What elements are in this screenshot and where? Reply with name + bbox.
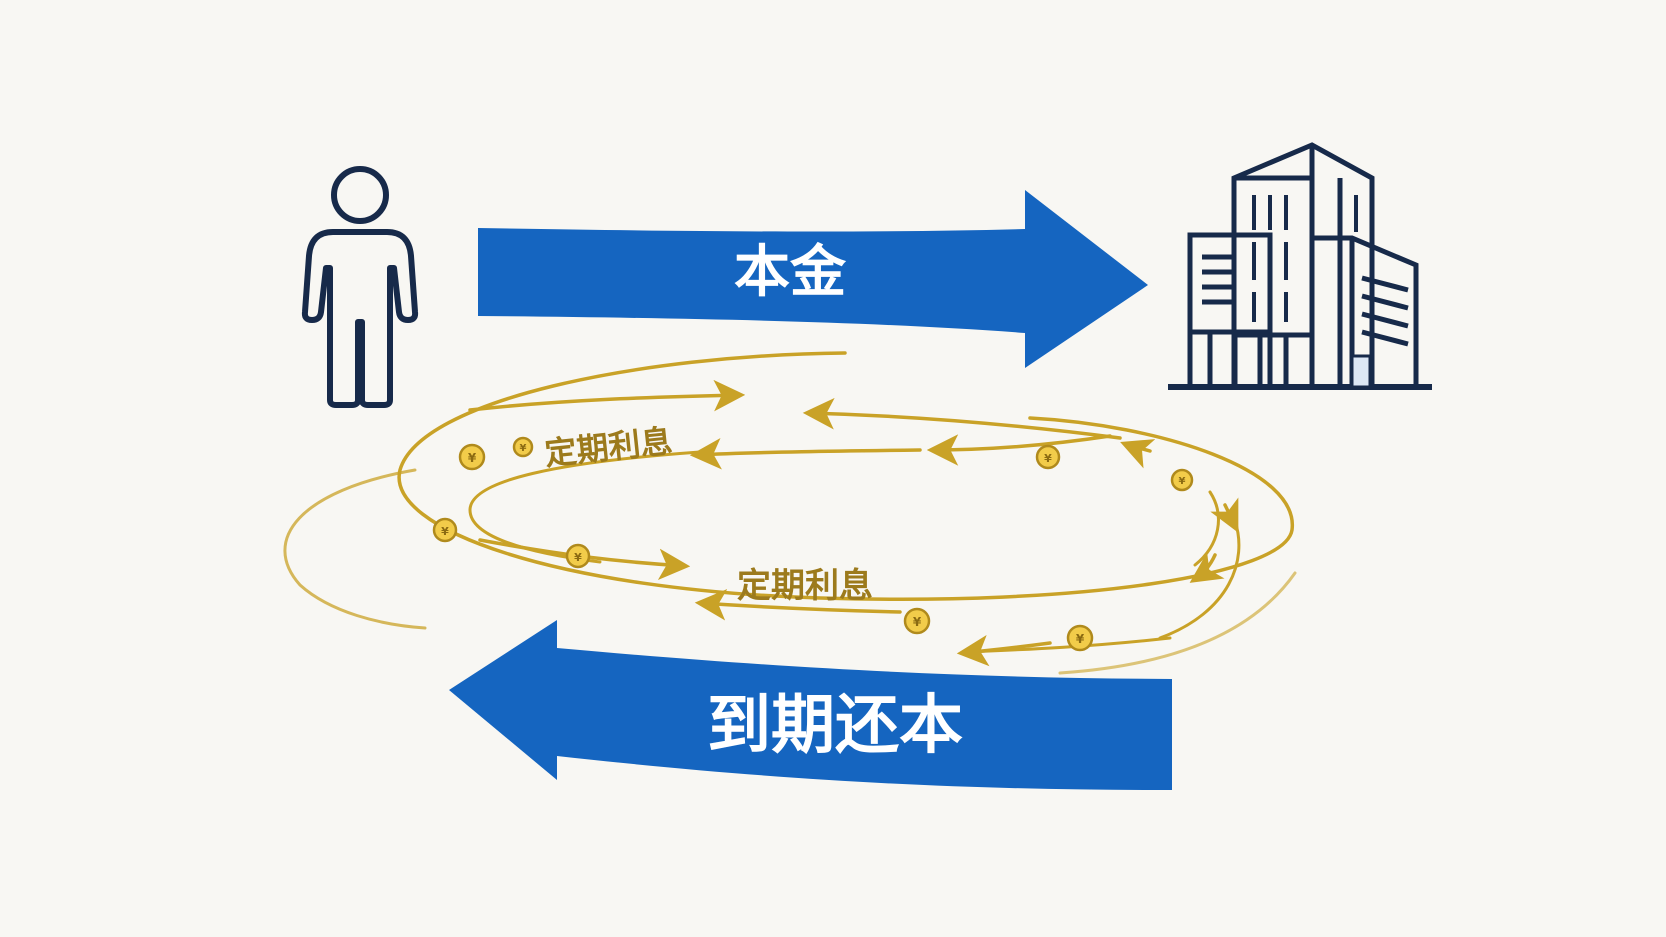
interest-arrow xyxy=(802,397,1122,440)
repayment-arrow: 到期还本 xyxy=(449,620,1172,790)
repayment-label: 到期还本 xyxy=(707,689,963,763)
svg-text:¥: ¥ xyxy=(574,551,582,564)
interest-arrow xyxy=(694,589,902,621)
interest-arrow xyxy=(468,379,746,412)
svg-text:¥: ¥ xyxy=(913,615,922,629)
principal-label: 本金 xyxy=(734,240,847,305)
interest-arrow xyxy=(689,438,922,470)
svg-text:¥: ¥ xyxy=(520,443,527,454)
svg-text:¥: ¥ xyxy=(1179,476,1186,487)
person-icon xyxy=(301,166,419,408)
coin-icon: ¥ xyxy=(1035,444,1061,470)
svg-text:¥: ¥ xyxy=(441,525,449,538)
svg-text:¥: ¥ xyxy=(1076,632,1085,646)
building-icon xyxy=(1168,142,1432,390)
coin-icon: ¥ xyxy=(1066,624,1094,652)
interest-arrow xyxy=(1189,552,1225,583)
coin-icon: ¥ xyxy=(512,436,534,458)
interest-arrow xyxy=(926,434,1112,466)
interest-label-lower: 定期利息 xyxy=(737,566,873,606)
interest-arrow xyxy=(1210,497,1239,533)
interest-arrow xyxy=(1120,439,1156,469)
coin-icon: ¥ xyxy=(1170,468,1194,492)
coin-icon: ¥ xyxy=(565,543,591,569)
interest-arrows xyxy=(468,379,1239,667)
coin-icon: ¥ xyxy=(903,607,931,635)
interest-loops xyxy=(283,351,1297,675)
coin-icon: ¥ xyxy=(458,443,486,471)
coins: ¥ ¥ ¥ ¥ ¥ ¥ ¥ ¥ xyxy=(432,436,1194,652)
svg-text:¥: ¥ xyxy=(468,451,477,465)
coin-icon: ¥ xyxy=(432,517,458,543)
svg-text:¥: ¥ xyxy=(1044,452,1052,465)
interest-arrow xyxy=(956,634,1052,667)
interest-label-upper: 定期利息 xyxy=(543,422,674,473)
principal-arrow: 本金 xyxy=(478,190,1148,368)
